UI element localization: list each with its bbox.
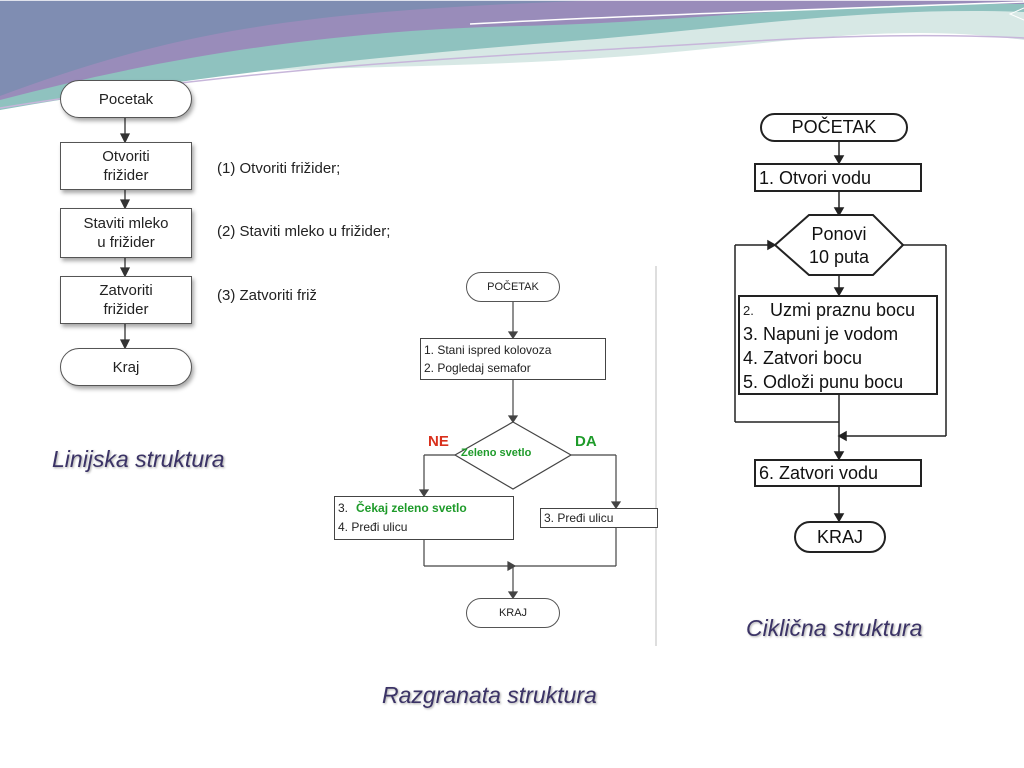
linear-end: Kraj xyxy=(60,348,192,386)
branching-start-label: POČETAK xyxy=(487,280,539,293)
branching-decision: Zeleno svetlo xyxy=(461,447,532,459)
branching-steps-1-2: 1. Stani ispred kolovoza 2. Pogledaj sem… xyxy=(420,338,606,380)
cyclic-body-step-2-num: 2. xyxy=(743,303,754,318)
linear-step-1-label: Otvoriti frižider xyxy=(102,148,150,184)
linear-caption: Linijska struktura xyxy=(52,446,225,472)
cyclic-body-step-2: Uzmi praznu bocu xyxy=(770,300,916,320)
branching-step-2: 2. Pogledaj semafor xyxy=(424,361,531,375)
branching-no-box: 3. Čekaj zeleno svetlo 4. Pređi ulicu xyxy=(334,496,514,540)
branching-no-step-3-num: 3. xyxy=(338,501,349,515)
linear-step-1: Otvoriti frižider xyxy=(60,142,192,190)
linear-start-label: Pocetak xyxy=(98,90,154,108)
linear-step-2-label: Staviti mleko u frižider xyxy=(83,215,169,251)
linear-end-label: Kraj xyxy=(112,358,140,376)
linear-step-3: Zatvoriti frižider xyxy=(60,276,192,324)
branching-end-label: KRAJ xyxy=(498,606,528,619)
cyclic-step-6: 6. Zatvori vodu xyxy=(759,463,879,483)
branching-yes-box: 3. Pređi ulicu xyxy=(540,508,658,528)
cyclic-body-step-4: 4. Zatvori bocu xyxy=(743,348,863,368)
branching-step-1: 1. Stani ispred kolovoza xyxy=(424,343,552,357)
cyclic-step-1: 1. Otvori vodu xyxy=(759,168,872,188)
cyclic-step-1-box: 1. Otvori vodu xyxy=(754,163,922,192)
cyclic-end: KRAJ xyxy=(794,521,886,553)
wave-banner xyxy=(0,0,1024,110)
linear-text-step-3: (3) Zatvoriti frižider. xyxy=(217,287,346,304)
branching-end: KRAJ xyxy=(466,598,560,628)
cyclic-body-step-3: 3. Napuni je vodom xyxy=(743,324,899,344)
linear-text-step-1: (1) Otvoriti frižider; xyxy=(217,160,341,177)
cyclic-caption: Ciklična struktura xyxy=(746,615,923,641)
branching-caption: Razgranata struktura xyxy=(382,682,597,708)
branching-no-label: NE xyxy=(428,433,449,450)
cyclic-step-6-box: 6. Zatvori vodu xyxy=(754,459,922,487)
branching-no-step-3: Čekaj zeleno svetlo xyxy=(356,501,467,515)
cyclic-body-step-5: 5. Odloži punu bocu xyxy=(743,372,904,392)
cyclic-start-label: POČETAK xyxy=(791,117,877,137)
linear-step-3-label: Zatvoriti frižider xyxy=(99,282,153,318)
branching-yes-step-3: 3. Pređi ulicu xyxy=(544,511,614,525)
branching-yes-label: DA xyxy=(575,433,597,450)
cyclic-end-label: KRAJ xyxy=(816,526,863,547)
cyclic-loop-body: 2. Uzmi praznu bocu 3. Napuni je vodom 4… xyxy=(738,295,938,395)
linear-start: Pocetak xyxy=(60,80,192,118)
branching-start: POČETAK xyxy=(466,272,560,302)
cyclic-start: POČETAK xyxy=(760,113,908,142)
cyclic-loop-line-1: Ponovi xyxy=(811,224,867,244)
linear-step-2: Staviti mleko u frižider xyxy=(60,208,192,258)
linear-text-step-2: (2) Staviti mleko u frižider; xyxy=(217,223,391,240)
cyclic-loop-line-2: 10 puta xyxy=(808,247,870,267)
branching-no-step-4: 4. Pređi ulicu xyxy=(338,520,408,534)
cyclic-loop-condition: Ponovi 10 puta xyxy=(776,223,902,269)
